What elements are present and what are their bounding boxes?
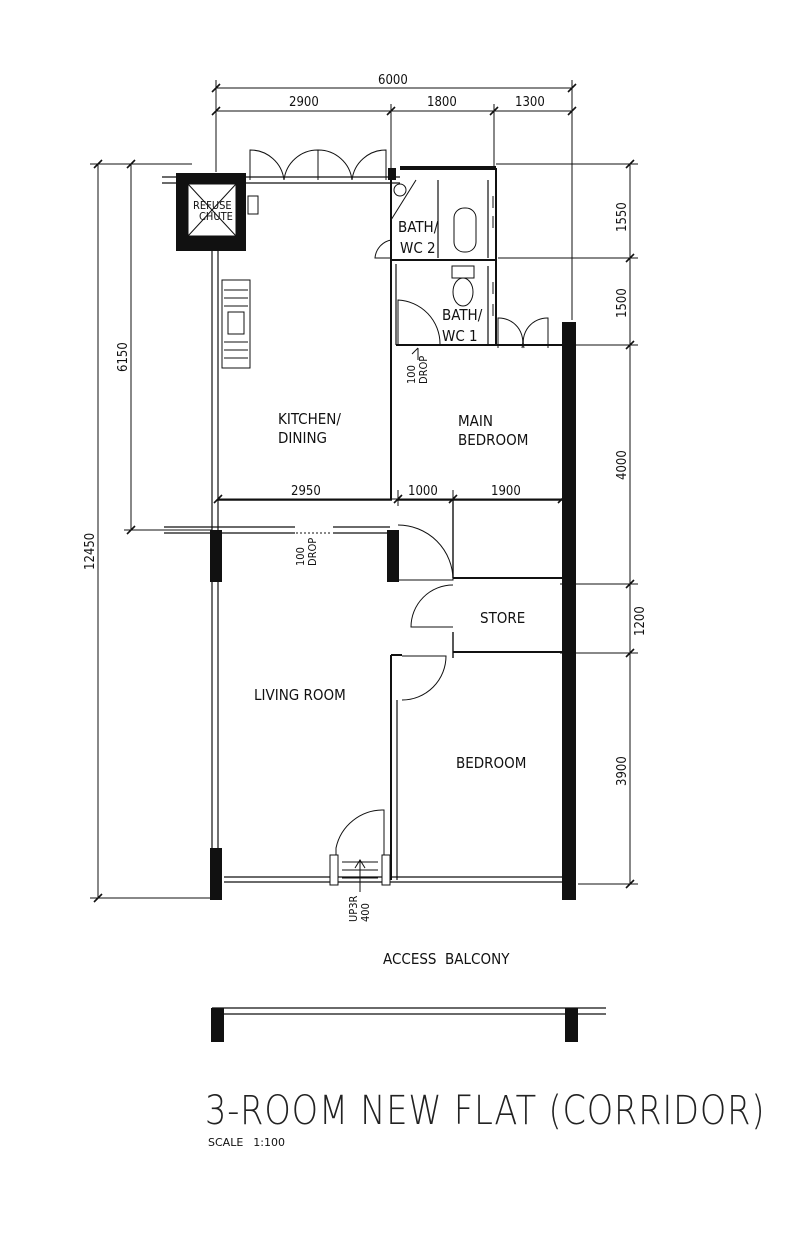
refuse-label-2: CHUTE	[199, 210, 233, 223]
dimension-lines	[90, 80, 638, 899]
dimension-labels: 6000 2900 1800 1300 2950 1000 1900 12450…	[83, 73, 648, 786]
dim-top-2: 1800	[427, 95, 457, 110]
bath2-label-1: BATH/	[398, 218, 439, 236]
access-balcony-label: ACCESS BALCONY	[383, 950, 510, 968]
up-note-b: 400	[359, 903, 372, 922]
dim-top-total: 6000	[378, 73, 408, 88]
main-bedroom-label-2: BEDROOM	[458, 431, 528, 449]
living-room-label: LIVING ROOM	[254, 686, 346, 704]
dimension-ticks	[93, 83, 635, 903]
dim-mid-1: 2950	[291, 484, 321, 499]
dim-top-1: 2900	[289, 95, 319, 110]
scale-note: SCALE 1:100	[208, 1136, 295, 1149]
bath1-label-1: BATH/	[442, 306, 483, 324]
refuse-chute	[176, 173, 259, 251]
refuse-label-1: REFUSE	[193, 199, 232, 212]
fixtures	[221, 183, 494, 369]
drop-note-2-a: 100	[294, 547, 307, 566]
plan-title: 3-ROOM NEW FLAT (CORRIDOR)	[205, 1088, 766, 1134]
dim-right-3: 4000	[615, 450, 630, 480]
structural-columns	[210, 168, 578, 1042]
dim-right-1: 1550	[615, 202, 630, 232]
top-windows	[249, 149, 549, 349]
scale-label: SCALE	[208, 1136, 244, 1149]
room-labels: REFUSE CHUTE BATH/ WC 2 BATH/ WC 1 KITCH…	[193, 199, 528, 968]
drop-note-2-b: DROP	[306, 538, 319, 566]
bath2-label-2: WC 2	[400, 239, 436, 257]
walls	[162, 166, 606, 1015]
dim-right-5: 3900	[615, 756, 630, 786]
main-bedroom-label-1: MAIN	[458, 412, 493, 430]
dim-left-inner: 6150	[116, 342, 131, 372]
drop-note-1-b: DROP	[417, 356, 430, 384]
dim-mid-3: 1900	[491, 484, 521, 499]
kitchen-label-2: DINING	[278, 429, 327, 447]
kitchen-label-1: KITCHEN/	[278, 410, 341, 428]
drop-note-1-a: 100	[405, 365, 418, 384]
dim-right-2: 1500	[615, 288, 630, 318]
dim-left-total: 12450	[83, 533, 98, 570]
doors	[329, 179, 454, 892]
dim-right-4: 1200	[633, 606, 648, 636]
scale-value: 1:100	[253, 1136, 285, 1149]
dim-mid-2: 1000	[408, 484, 438, 499]
notes: 100 DROP 100 DROP UP3R 400	[294, 356, 430, 922]
bedroom-label: BEDROOM	[456, 754, 526, 772]
drop-markers	[296, 347, 419, 534]
dim-top-3: 1300	[515, 95, 545, 110]
bath1-label-2: WC 1	[442, 327, 478, 345]
up-note-a: UP3R	[347, 895, 360, 922]
store-label: STORE	[480, 609, 525, 627]
